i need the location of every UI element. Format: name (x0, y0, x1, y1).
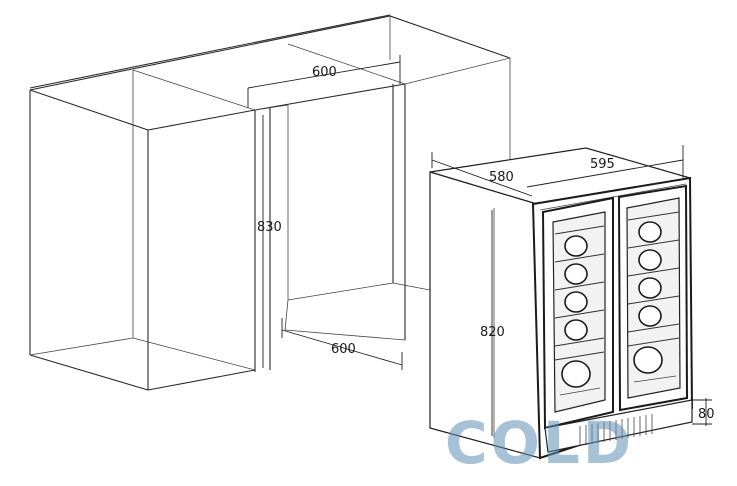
opening-floor-left (284, 299, 289, 331)
dim-fridge-depth: 580 (431, 152, 533, 197)
bottle (564, 235, 588, 257)
shelf (554, 309, 605, 319)
brand-watermark: COLD (445, 409, 634, 477)
kitchen-cabinet (29, 14, 511, 391)
dim-label-fridge-height: 820 (480, 325, 505, 340)
bottle (564, 263, 588, 285)
opening-floor-front (284, 329, 406, 341)
bottle (638, 277, 662, 299)
shelf (554, 225, 605, 235)
cabinet-bottom-left-edge (29, 354, 149, 391)
dim-label-plinth: 80 (698, 407, 715, 422)
cabinet-bottom-inner-edge (132, 337, 256, 371)
dim-fridge-plinth: 80 (692, 398, 715, 426)
dim-label-bottom-width: 600 (331, 342, 356, 357)
dim-fridge-width: 595 (526, 145, 684, 188)
dim-cabinet-bottom-width: 600 (281, 318, 403, 370)
cabinet-bottom-front-edge (147, 369, 256, 391)
cabinet-top-front-right (254, 83, 406, 111)
opening-left-top-return (254, 104, 289, 111)
opening-floor-right (392, 282, 431, 291)
bottom-rack (633, 375, 677, 383)
bottom-rack (559, 387, 601, 396)
vent-grille (579, 414, 653, 446)
bottle (564, 319, 588, 341)
dim-line-bottom-width (281, 329, 403, 366)
dim-fridge-height: 820 (480, 210, 505, 436)
dim-cabinet-top-width: 600 (247, 55, 401, 108)
dim-label-top-width: 600 (312, 65, 337, 80)
bottle (638, 249, 662, 271)
bottle (638, 305, 662, 327)
bottle (564, 291, 588, 313)
dim-line-width (526, 159, 684, 188)
shelf (554, 337, 605, 347)
shelf (627, 295, 680, 305)
dim-label-depth: 580 (489, 170, 514, 185)
cabinet-bottom-back-edge (29, 337, 134, 356)
shelf (627, 323, 680, 333)
opening-back-bottom-edge (287, 282, 394, 301)
cabinet-top-left-edge (29, 89, 149, 131)
dim-label-height: 830 (257, 220, 282, 235)
bottle (633, 346, 663, 374)
shelf (554, 281, 605, 291)
bottle (561, 360, 591, 388)
wine-fridge (429, 147, 694, 460)
shelf (554, 253, 605, 263)
cabinet-top-division-1 (132, 69, 256, 111)
right-shelves (627, 211, 680, 383)
dim-line-top-width (247, 61, 401, 89)
cabinet-top-front-left (147, 109, 256, 131)
left-shelves (554, 225, 605, 396)
shelf (554, 351, 605, 361)
cabinet-top-right-edge (404, 57, 511, 85)
shelf (627, 337, 680, 347)
bottle (638, 221, 662, 243)
dim-line-depth (431, 159, 533, 197)
cabinet-top-back-edge-double (29, 14, 391, 89)
dim-label-width: 595 (590, 157, 615, 172)
watermark-logo-text: COLD (445, 409, 634, 477)
fridge-plinth (544, 399, 693, 453)
shelf (627, 211, 680, 221)
dim-cabinet-height: 830 (257, 115, 282, 368)
cabinet-top-back-edge (29, 15, 511, 91)
cabinet-top-division-2 (287, 43, 406, 85)
shelf (627, 239, 680, 249)
shelf (627, 267, 680, 277)
